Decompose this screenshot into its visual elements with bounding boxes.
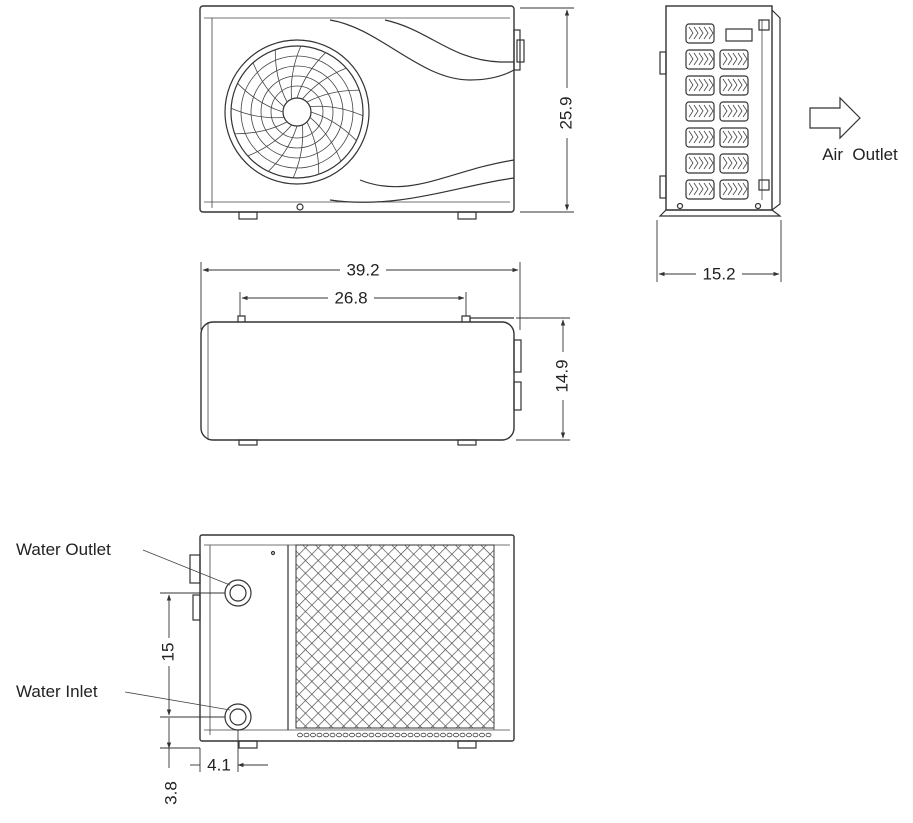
front-foot-right <box>457 211 477 220</box>
drain-hole <box>349 732 355 738</box>
pipe-spacing-dimension-label: 15 <box>158 643 177 662</box>
drain-hole <box>297 732 303 738</box>
drain-hole <box>466 732 472 738</box>
drain-hole <box>485 732 492 738</box>
side-vent <box>685 101 715 122</box>
fan-blade <box>310 111 357 141</box>
drain-hole <box>310 732 316 738</box>
drain-hole <box>336 732 342 738</box>
drain-hole <box>433 732 440 738</box>
drain-hole <box>362 732 368 738</box>
drain-hole <box>453 732 459 738</box>
drain-hole <box>323 732 329 738</box>
water-outlet-label: Water Outlet <box>16 540 111 559</box>
side-view: 15.2 Air Outlet <box>656 5 898 284</box>
side-label-plate <box>725 28 753 42</box>
side-vent <box>685 75 715 96</box>
side-vent <box>685 179 715 200</box>
fan-blade <box>302 67 347 100</box>
fan-blade <box>237 83 284 113</box>
side-housing <box>665 5 773 211</box>
side-vent-grid <box>685 23 749 200</box>
fan-blade <box>274 49 288 103</box>
side-vent <box>719 49 749 70</box>
drain-hole <box>381 732 388 738</box>
side-vent <box>719 153 749 174</box>
air-outlet-label: Air Outlet <box>822 145 898 164</box>
drain-hole <box>401 732 407 738</box>
drain-hole <box>420 732 427 738</box>
water-inlet-label: Water Inlet <box>16 682 98 701</box>
fan-blade <box>234 121 288 135</box>
water-outlet-leader <box>142 549 231 586</box>
front-swoosh-upper <box>329 19 515 81</box>
side-vent <box>685 153 715 174</box>
fan-icon <box>224 39 370 185</box>
fan-blade <box>306 89 360 103</box>
fan-blade <box>309 105 364 117</box>
front-foot-left <box>238 211 258 220</box>
side-vent <box>719 127 749 148</box>
fan-blade <box>268 125 298 172</box>
pipe-offset-y-dimension-label: 3.8 <box>161 781 180 805</box>
drain-hole <box>479 732 485 738</box>
drain-hole <box>472 732 479 738</box>
drain-hole <box>394 732 401 738</box>
pipe-offset-x-dimension-label: 4.1 <box>207 755 231 774</box>
front-housing <box>199 5 515 213</box>
drain-hole <box>303 732 310 738</box>
drain-hole <box>388 732 394 738</box>
length-dimension-label: 39.2 <box>346 260 379 279</box>
drain-hole <box>459 732 466 738</box>
fan-blade <box>230 107 285 119</box>
drain-hole <box>440 732 446 738</box>
depth-dimension-label: 15.2 <box>702 264 735 283</box>
side-base <box>658 209 782 217</box>
fan-blade <box>290 45 302 100</box>
drain-hole <box>355 732 362 738</box>
front-view: 25.9 <box>199 5 577 220</box>
top-connector-lower <box>513 381 522 411</box>
fan-blade <box>309 117 342 162</box>
fan-blade <box>306 121 320 175</box>
rear-drain-holes <box>297 732 492 738</box>
fan-blade <box>252 62 285 107</box>
top-depth-dimension-label: 14.9 <box>552 359 571 392</box>
side-vent <box>685 127 715 148</box>
rear-coil-mesh <box>295 544 495 729</box>
top-housing <box>200 321 515 441</box>
front-connector <box>513 29 521 71</box>
water-inlet-leader <box>124 691 231 711</box>
drain-hole <box>316 732 323 738</box>
drain-hole <box>407 732 414 738</box>
side-vent <box>719 75 749 96</box>
rear-view: Water Outlet Water Inlet 15 4.1 3.8 <box>16 534 515 805</box>
side-vent <box>719 101 749 122</box>
top-connector-upper <box>513 339 522 373</box>
side-vent <box>685 49 715 70</box>
drain-hole <box>368 732 375 738</box>
fan-blade <box>247 124 292 157</box>
drain-hole <box>375 732 381 738</box>
drain-hole <box>342 732 349 738</box>
top-view: 39.2 26.8 14.9 <box>200 260 573 446</box>
fan-blade <box>296 52 326 99</box>
drain-hole <box>427 732 433 738</box>
fan-blade <box>292 124 304 179</box>
side-vent <box>685 23 715 44</box>
height-dimension-label: 25.9 <box>556 96 575 129</box>
drain-hole <box>329 732 336 738</box>
side-vent <box>719 179 749 200</box>
feet-spacing-dimension-label: 26.8 <box>334 288 367 307</box>
drain-hole <box>414 732 420 738</box>
drain-hole <box>446 732 453 738</box>
air-outlet-arrow-icon <box>809 96 861 140</box>
